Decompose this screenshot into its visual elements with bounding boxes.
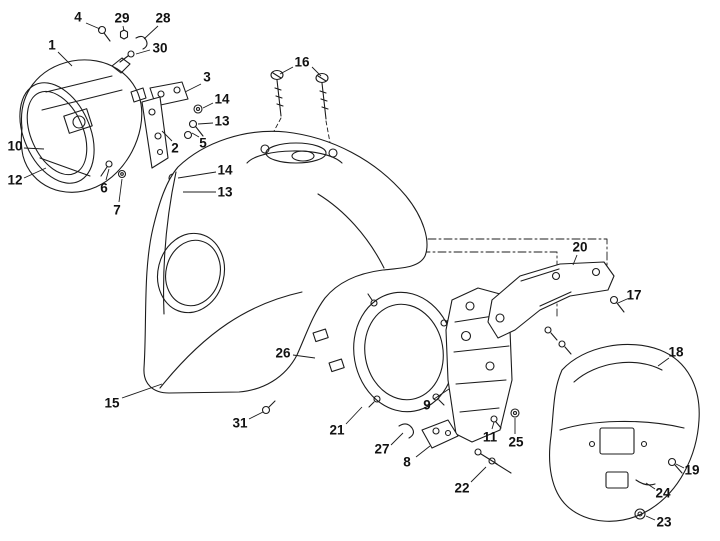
callout-leader-line [23,167,47,179]
callout-leader-line [675,463,685,469]
callout-leader-line [345,406,363,425]
callout-leader-line [85,22,101,30]
callout-12: 12 [7,172,23,188]
callout-22: 22 [454,480,470,496]
callout-29: 29 [114,10,130,26]
callout-19: 19 [684,462,700,478]
rear-mudguard-part [549,344,700,522]
callout-leader-line [202,102,214,109]
headlamp-housing-part [19,57,147,193]
callout-8: 8 [403,454,411,470]
callout-3: 3 [203,69,211,85]
callout-18: 18 [668,344,684,360]
callout-13: 13 [217,184,233,200]
callout-14: 14 [217,162,233,178]
callout-25: 25 [508,434,524,450]
callout-5: 5 [199,135,207,151]
callout-leader-line [645,515,656,521]
callout-leader-line [433,388,450,400]
callout-4: 4 [74,9,82,25]
callout-27: 27 [374,441,390,457]
callout-leader-lines [23,22,685,521]
callout-leader-line [135,49,151,55]
callout-leader-line [191,132,200,138]
callout-13: 13 [214,113,230,129]
callout-leader-line [143,25,159,40]
callout-1: 1 [48,37,56,53]
fender-screw-parts [270,69,329,120]
callout-leader-line [645,482,656,490]
callout-leader-line [197,122,214,125]
headlamp-bracket-parts [100,81,204,203]
callout-leader-line [311,66,322,77]
callout-26: 26 [275,345,291,361]
callout-leader-line [23,147,45,150]
callout-leader-line [122,25,125,32]
callout-leader-line [292,354,316,359]
callout-leader-line [470,466,487,483]
callout-20: 20 [572,239,588,255]
callout-leader-line [118,178,123,203]
callout-leader-line [572,254,578,266]
callout-2: 2 [171,140,179,156]
callout-16: 16 [294,54,310,70]
callout-leader-line [617,298,628,304]
front-fender-part [143,130,428,394]
callout-11: 11 [482,429,498,445]
callout-leader-line [177,171,217,179]
callout-leader-line [121,383,163,399]
callout-leader-line [161,130,173,142]
callout-leader-line [57,51,73,67]
callout-leader-line [491,421,495,430]
callout-leader-line [184,83,202,93]
callout-9: 9 [423,397,431,413]
callout-15: 15 [104,395,120,411]
callout-14: 14 [214,91,230,107]
callout-7: 7 [113,202,121,218]
callout-31: 31 [232,415,248,431]
callout-leader-line [279,66,294,75]
callout-10: 10 [7,138,23,154]
callout-28: 28 [155,10,171,26]
callout-leader-line [390,432,404,446]
callout-17: 17 [626,287,642,303]
callout-21: 21 [329,422,345,438]
callout-6: 6 [100,180,108,196]
callout-30: 30 [152,40,168,56]
headlamp-ring-part [261,291,455,439]
support-bracket-part [487,261,625,355]
top-fastener-parts [97,25,148,63]
callout-leader-line [415,445,431,458]
callout-leader-line [657,357,670,367]
callout-23: 23 [656,514,672,530]
callout-leader-line [105,168,110,181]
callout-leader-line [248,411,264,420]
callout-24: 24 [655,485,671,501]
